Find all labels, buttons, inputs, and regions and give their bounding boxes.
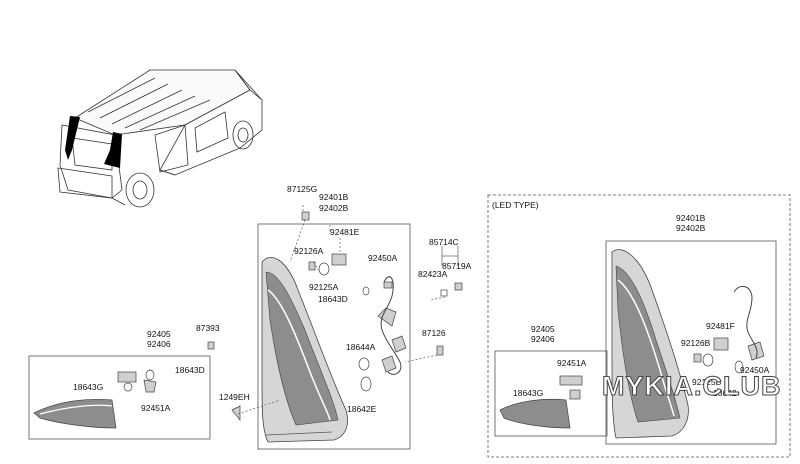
main-tail-lamp-illustration	[261, 257, 348, 443]
led-main-lamp-frame	[605, 240, 777, 445]
label-18644A: 18644A	[346, 342, 376, 352]
led-type-panel	[487, 194, 791, 458]
main-wiring-harness	[380, 276, 402, 375]
label-92450A: 92450A	[368, 253, 398, 263]
label-92405-left: 92405	[147, 329, 171, 339]
label-18642E: 18642E	[347, 404, 377, 414]
label-87393: 87393	[196, 323, 220, 333]
label-92401B: 92401B	[319, 192, 349, 202]
label-1249EH: 1249EH	[219, 392, 250, 402]
label-82423A: 82423A	[418, 269, 448, 279]
label-18643D-left: 18643D	[175, 365, 205, 375]
main-small-parts	[207, 211, 463, 421]
label-87126: 87126	[422, 328, 446, 338]
watermark: MYKIA.CLUB	[602, 371, 782, 401]
label-18643G-led: 18643G	[513, 388, 543, 398]
label-92451A-left: 92451A	[141, 403, 171, 413]
vehicle-right-tail-lamp-highlight	[104, 132, 122, 168]
label-87125G: 87125G	[287, 184, 317, 194]
label-92402B: 92402B	[319, 203, 349, 213]
main-leader-lines	[237, 205, 446, 415]
led-main-lamp-illustration	[611, 249, 689, 439]
label-18643G-left: 18643G	[73, 382, 103, 392]
label-92401B-led: 92401B	[676, 213, 706, 223]
label-85719A: 85719A	[442, 261, 472, 271]
label-18642: 18642	[713, 388, 737, 398]
label-92125A: 92125A	[309, 282, 339, 292]
label-led-type: (LED TYPE)	[492, 200, 539, 210]
label-92481F: 92481F	[706, 321, 735, 331]
left-lamp-illustration	[33, 398, 117, 429]
led-small-lamp-illustration	[499, 398, 571, 429]
label-92405-led: 92405	[531, 324, 555, 334]
label-92406-left: 92406	[147, 339, 171, 349]
main-lamp-assembly-frame	[257, 223, 411, 450]
label-18643D-main: 18643D	[318, 294, 348, 304]
led-wiring-harness	[733, 285, 758, 359]
led-small-parts	[559, 337, 765, 400]
left-small-parts	[117, 369, 157, 393]
main-solid-leaders	[441, 246, 459, 266]
led-small-lamp-frame	[494, 350, 608, 437]
label-85714C: 85714C	[429, 237, 459, 247]
vehicle-illustration	[57, 69, 263, 208]
vehicle-left-tail-lamp-highlight	[65, 116, 80, 160]
label-92450A-led: 92450A	[740, 365, 770, 375]
callout-labels: 87125G 92401B 92402B 92481E 92126A 92125…	[73, 184, 770, 414]
label-92126B: 92126B	[681, 338, 711, 348]
label-92402B-led: 92402B	[676, 223, 706, 233]
left-lamp-assembly-frame	[28, 355, 211, 440]
label-92451A-led: 92451A	[557, 358, 587, 368]
label-92125B: 92125B	[692, 377, 722, 387]
label-92481E: 92481E	[330, 227, 360, 237]
label-92126A: 92126A	[294, 246, 324, 256]
label-92406-led: 92406	[531, 334, 555, 344]
